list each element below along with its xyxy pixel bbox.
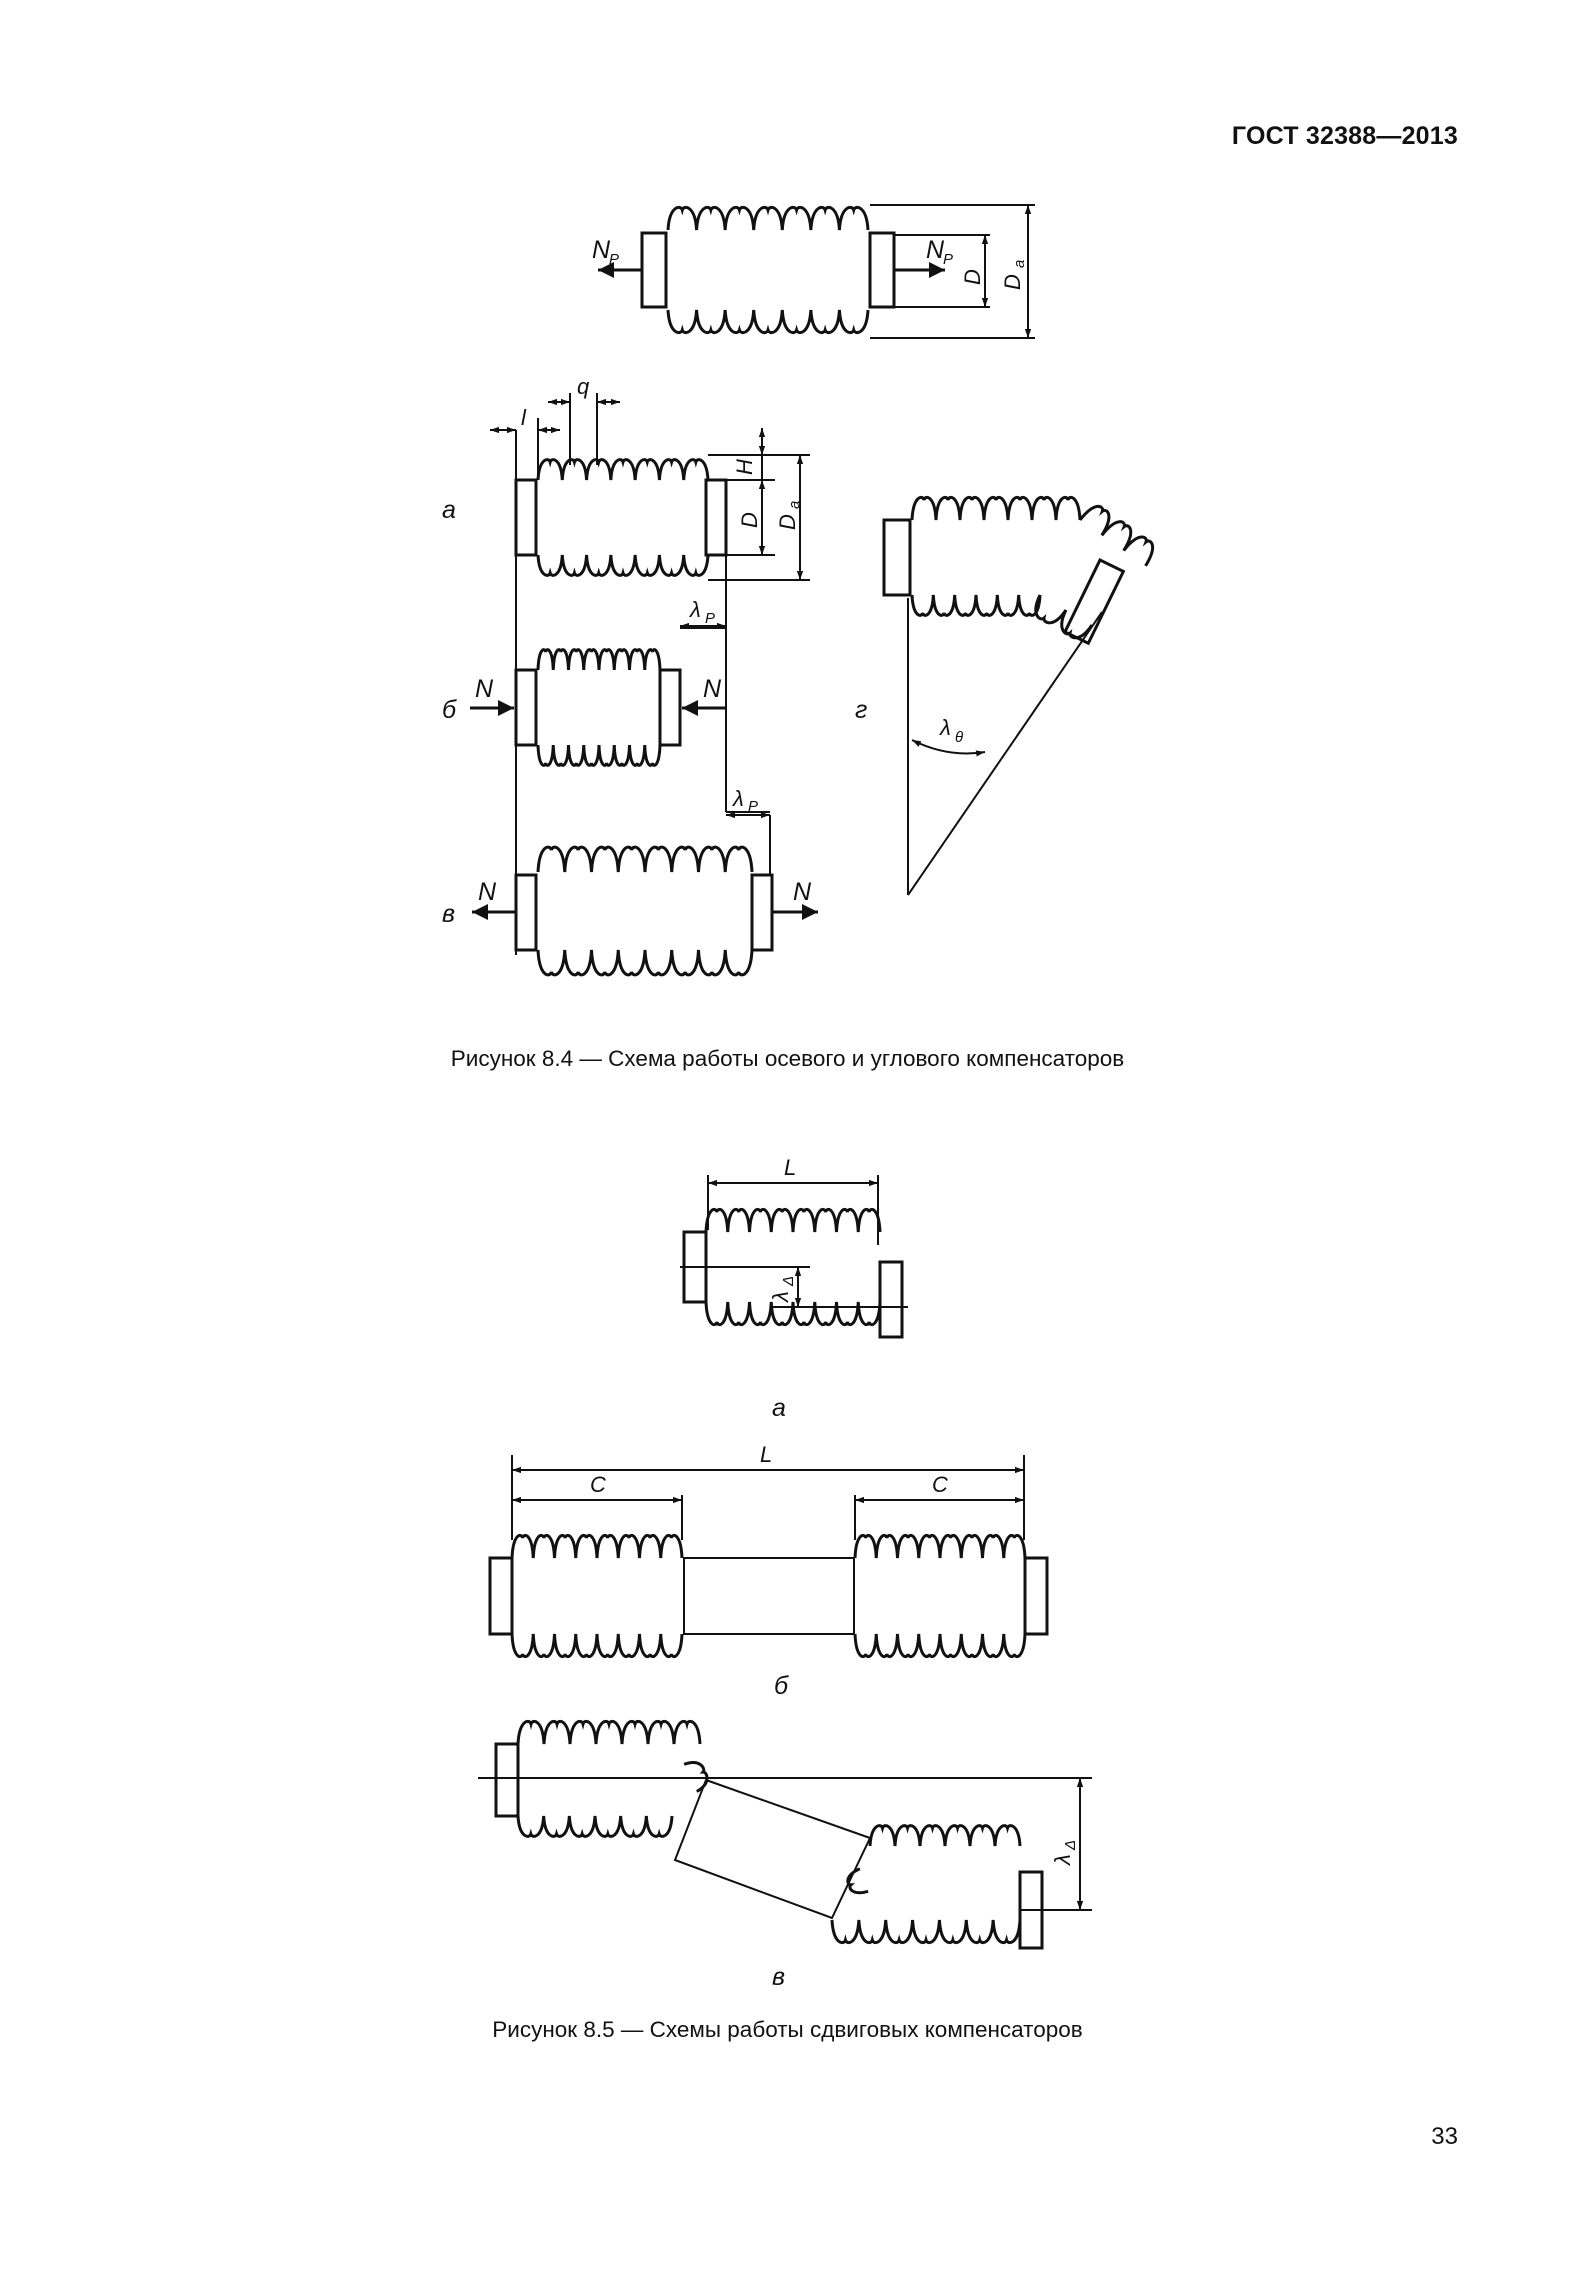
np-right-label: N	[926, 236, 945, 264]
panel-g-lower-corrugation	[910, 594, 1042, 617]
panel-a-label: а	[442, 496, 456, 524]
f85a-panel-label: а	[772, 1394, 786, 1422]
f85v-inclined-pipe	[673, 1778, 872, 1920]
f85a-delta-subscript: Δ	[780, 1276, 797, 1287]
f85b-c-left-label: C	[590, 1472, 606, 1497]
panel-v-right-flange	[750, 873, 774, 952]
panel-g-inclined-axis	[907, 611, 1103, 896]
top-da-subscript: a	[1011, 260, 1028, 268]
panel-g-label: г	[855, 696, 867, 724]
f85a-lambda-label: λ	[768, 1291, 793, 1303]
panel-b-n-left-label: N	[475, 675, 494, 703]
panel-g-upper-corrugation-bent	[1078, 504, 1155, 567]
f85b-l-label: L	[760, 1442, 772, 1467]
page-number: 33	[1431, 2123, 1458, 2150]
lambda-p-upper-label: λ	[689, 597, 701, 622]
f85v-left-transition	[683, 1761, 709, 1793]
figure-8-5-caption: Рисунок 8.5 — Схемы работы сдвиговых ком…	[492, 2017, 1083, 2042]
panel-g-right-flange	[1062, 557, 1126, 646]
panel-a-left-flange	[514, 478, 538, 557]
np-left-label: N	[592, 236, 611, 264]
f85a-upper-corrugation	[704, 1208, 882, 1233]
panel-v-n-right-label: N	[793, 878, 812, 906]
panel-a-right-flange	[704, 478, 728, 557]
panel-a-da-label: D	[775, 514, 800, 530]
lambda-theta-label: λ	[939, 715, 951, 740]
top-bellows-left-flange	[640, 231, 668, 309]
f85b-c-right-label: C	[932, 1472, 948, 1497]
lambda-theta-arc	[911, 739, 986, 757]
panel-b-bellows-top-corrugation	[536, 648, 662, 671]
f85b-panel-label: б	[774, 1672, 789, 1700]
f85v-left-flange	[494, 1742, 520, 1818]
f85b-right-bellows-bottom-corrugation	[853, 1633, 1027, 1658]
f85v-right-upper-corrugation	[868, 1824, 1022, 1847]
top-da-label: D	[1000, 274, 1025, 290]
f85b-left-bellows-top-corrugation	[510, 1534, 684, 1559]
f85v-panel-label: в	[772, 1963, 785, 1991]
f85a-right-flange	[878, 1260, 904, 1339]
panel-g-left-flange	[882, 518, 912, 597]
l-label: l	[521, 405, 527, 430]
bellows-layer	[488, 206, 1155, 1950]
panel-v-label: в	[442, 900, 455, 928]
panel-g-upper-corrugation	[910, 496, 1082, 521]
f85v-lambda-label: λ	[1050, 1854, 1075, 1866]
panel-b-n-right-label: N	[703, 675, 722, 703]
f85v-delta-subscript: Δ	[1062, 1840, 1079, 1851]
f85v-left-lower-corrugation	[516, 1815, 674, 1838]
panel-v-left-flange	[514, 873, 538, 952]
panel-b-label: б	[442, 696, 457, 724]
document-standard-header: ГОСТ 32388—2013	[1231, 122, 1458, 150]
f85a-lower-corrugation	[704, 1301, 882, 1326]
panel-v-n-left-label: N	[478, 878, 497, 906]
lambda-theta-subscript: θ	[955, 729, 963, 746]
panel-a-bellows-bottom-corrugation	[536, 554, 710, 577]
panel-b-left-flange	[514, 668, 538, 747]
panel-v-bellows-bottom-corrugation	[536, 949, 754, 977]
f85a-l-label: L	[784, 1155, 796, 1180]
panel-a-bellows-top-corrugation	[536, 458, 710, 481]
f85b-left-flange	[488, 1556, 514, 1636]
f85b-right-bellows-top-corrugation	[853, 1534, 1027, 1559]
panel-a-da-subscript: a	[786, 501, 803, 509]
panel-a-d-label: D	[737, 512, 762, 528]
f85v-right-lower-corrugation	[830, 1919, 1022, 1944]
top-bellows-bottom-corrugation	[666, 309, 870, 334]
f85b-connecting-pipe	[683, 1557, 855, 1635]
lambda-p-lower-subscript: P	[748, 798, 758, 815]
draw-layer	[470, 204, 1103, 1920]
np-right-subscript: P	[943, 251, 953, 268]
figure-8-4-caption: Рисунок 8.4 — Схема работы осевого и угл…	[450, 1046, 1125, 1071]
np-left-subscript: P	[609, 251, 619, 268]
q-label: q	[577, 374, 590, 399]
panel-v-bellows-top-corrugation	[536, 845, 754, 873]
f85b-left-bellows-bottom-corrugation	[510, 1633, 684, 1658]
lambda-p-upper-subscript: P	[705, 610, 715, 627]
top-bellows-right-flange	[868, 231, 896, 309]
f85v-left-upper-corrugation	[516, 1720, 702, 1745]
f85b-right-flange	[1023, 1556, 1049, 1636]
top-bellows-top-corrugation	[666, 206, 870, 231]
panel-b-bellows-bottom-corrugation	[536, 744, 662, 767]
panel-b-right-flange	[658, 668, 682, 747]
f85v-right-transition	[846, 1867, 869, 1895]
top-d-label: D	[960, 269, 985, 285]
lambda-p-lower-label: λ	[732, 786, 744, 811]
h-label: H	[732, 459, 757, 475]
